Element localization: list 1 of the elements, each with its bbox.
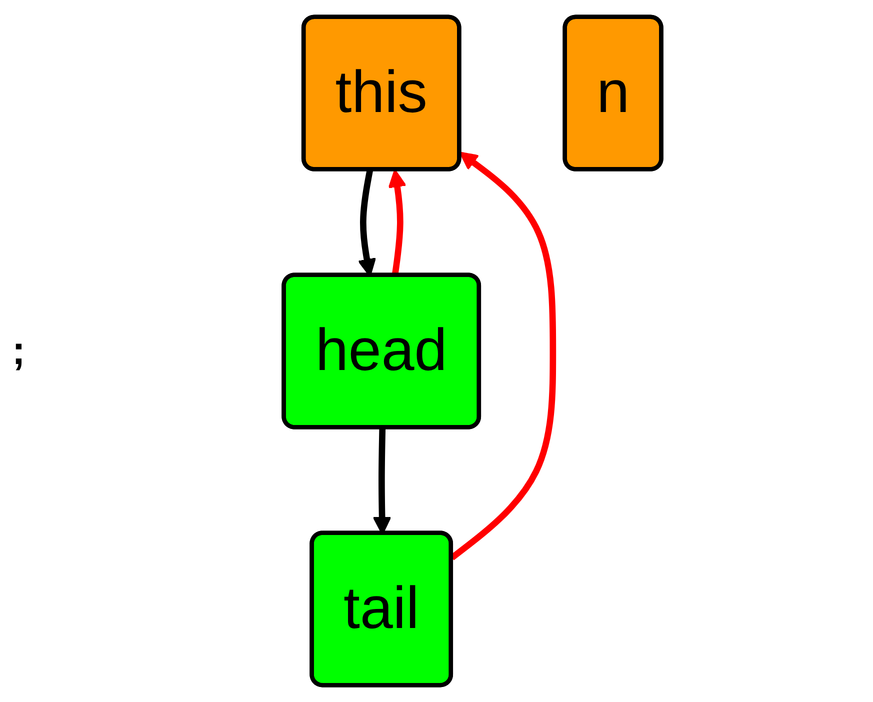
note-text: ; — [12, 328, 26, 374]
